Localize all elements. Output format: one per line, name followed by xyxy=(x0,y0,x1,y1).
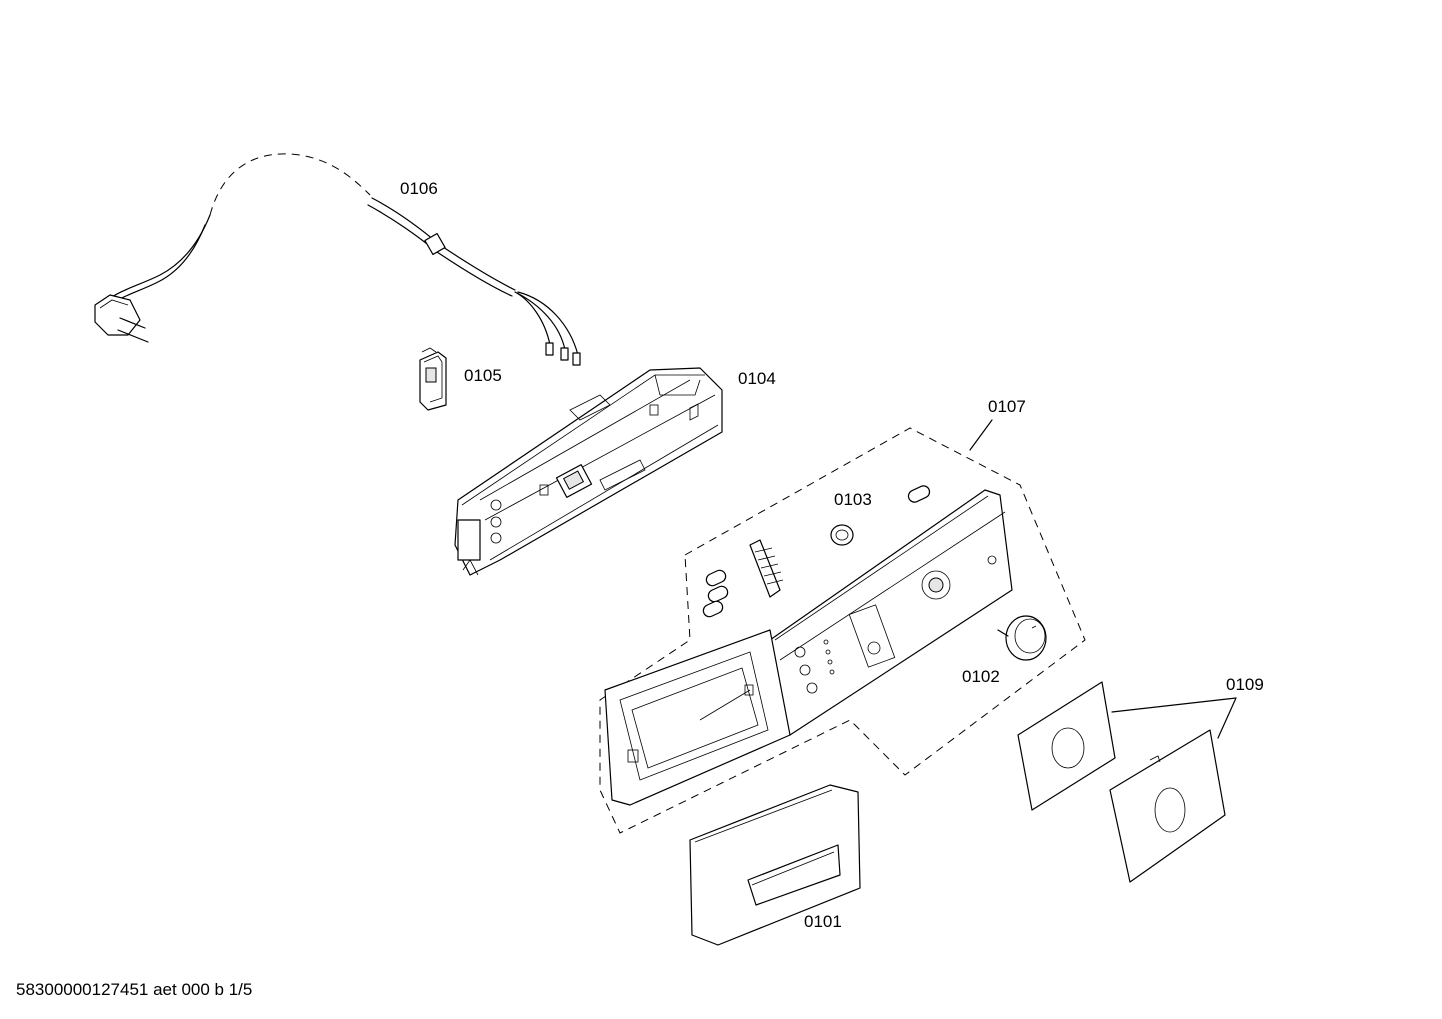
label-0106: 0106 xyxy=(400,179,438,198)
label-0107: 0107 xyxy=(988,397,1026,416)
assembly-boundary-0107 xyxy=(599,427,1086,834)
label-0104: 0104 xyxy=(738,369,776,388)
leader-0107 xyxy=(969,419,993,451)
cover-plate-left-part xyxy=(1017,681,1116,811)
label-0101: 0101 xyxy=(804,912,842,931)
drawer-handle-part xyxy=(689,784,861,946)
cover-plate-right-part xyxy=(1109,729,1226,883)
button-caps-part xyxy=(702,485,931,618)
label-0102: 0102 xyxy=(962,667,1000,686)
power-cable-part xyxy=(94,153,581,366)
control-fascia-part xyxy=(604,489,1013,806)
electronic-module-part xyxy=(454,367,723,576)
label-0103: 0103 xyxy=(834,490,872,509)
clip-part xyxy=(419,347,447,411)
label-0105: 0105 xyxy=(464,366,502,385)
leader-0109-right xyxy=(1217,697,1237,739)
led-strip-part xyxy=(749,539,784,598)
drawing-number: 58300000127451 aet 000 b 1/5 xyxy=(16,980,253,999)
program-knob-part xyxy=(997,615,1047,661)
label-0109: 0109 xyxy=(1226,675,1264,694)
leader-0109-left xyxy=(1111,697,1237,713)
indicator-part xyxy=(830,524,854,546)
